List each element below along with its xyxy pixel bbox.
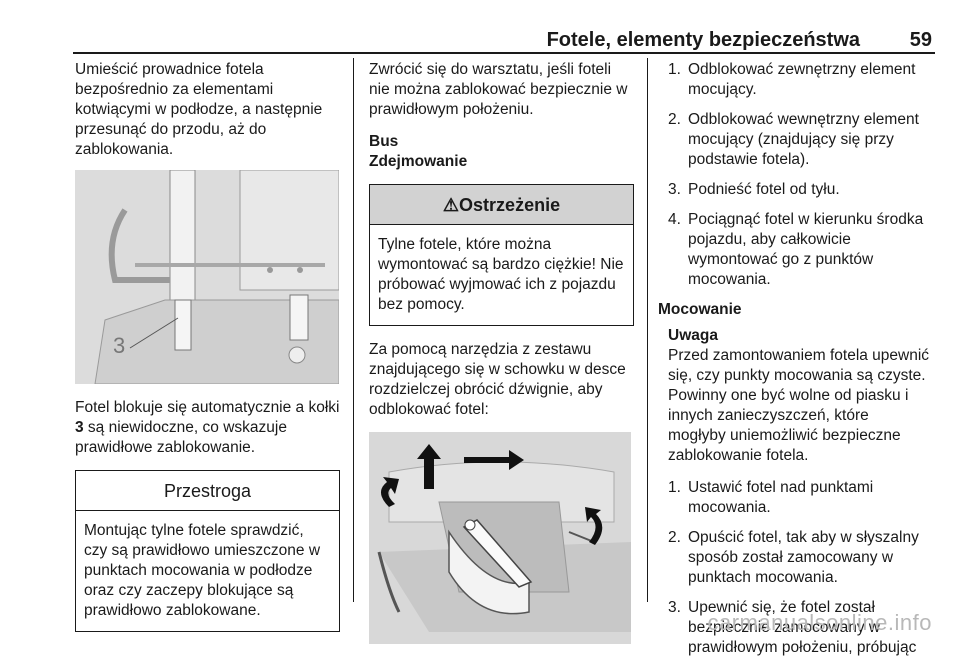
list-item: 2.Odblokować wewnętrzny element mocujący… bbox=[668, 111, 919, 168]
paragraph: Umieścić prowadnice fotela bezpośrednio … bbox=[75, 61, 323, 158]
caution-body: Montując tylne fotele sprawdzić, czy są … bbox=[84, 522, 321, 619]
paragraph: Fotel blokuje się automatycznie a kołki … bbox=[75, 399, 340, 456]
paragraph: Zwrócić się do warsztatu, jeśli foteli n… bbox=[369, 61, 628, 118]
warning-triangle-icon: ⚠ bbox=[442, 195, 460, 215]
list-item: 4.Pociągnąć fotel w kierunku środka poja… bbox=[668, 211, 924, 288]
page-number: 59 bbox=[909, 29, 932, 51]
list-item: 1.Ustawić fotel nad punktami mocowania. bbox=[668, 479, 874, 516]
list-item: 3.Podnieść fotel od tyłu. bbox=[668, 181, 840, 198]
caution-box: Przestroga Montując tylne fotele sprawdz… bbox=[75, 470, 340, 632]
column-divider bbox=[647, 58, 648, 602]
column-left: Umieścić prowadnice fotela bezpośrednio … bbox=[75, 60, 340, 646]
seat-release-illustration bbox=[369, 432, 631, 644]
section-heading: Bus bbox=[369, 133, 399, 150]
page-title: Fotele, elementy bezpieczeństwa bbox=[546, 29, 860, 51]
warning-box: ⚠Ostrzeżenie Tylne fotele, które można w… bbox=[369, 184, 634, 326]
paragraph: Za pomocą narzędzia z zestawu znajdujące… bbox=[369, 341, 626, 418]
removal-steps-list: 1.Odblokować zewnętrzny element mocujący… bbox=[668, 60, 930, 290]
list-item: 2.Opuścić fotel, tak aby w słyszalny spo… bbox=[668, 529, 919, 586]
column-right: 1.Odblokować zewnętrzny element mocujący… bbox=[658, 60, 930, 668]
note-body: Przed zamontowaniem fotela upewnić się, … bbox=[668, 347, 930, 464]
column-middle: Zwrócić się do warsztatu, jeśli foteli n… bbox=[369, 60, 634, 644]
callout-label: 3 bbox=[113, 333, 126, 358]
seat-rail-illustration: 3 bbox=[75, 170, 339, 384]
warning-title-bar: ⚠Ostrzeżenie bbox=[370, 185, 633, 225]
column-divider bbox=[353, 58, 354, 602]
watermark: carmanualsonline.info bbox=[707, 610, 932, 635]
note-title: Uwaga bbox=[668, 327, 718, 344]
caution-title: Przestroga bbox=[76, 471, 339, 511]
subsection-heading: Zdejmowanie bbox=[369, 153, 468, 170]
list-item: 1.Odblokować zewnętrzny element mocujący… bbox=[668, 61, 916, 98]
header-divider bbox=[73, 52, 935, 54]
warning-body: Tylne fotele, które można wymontować są … bbox=[378, 236, 624, 313]
subsection-heading: Mocowanie bbox=[658, 301, 742, 318]
